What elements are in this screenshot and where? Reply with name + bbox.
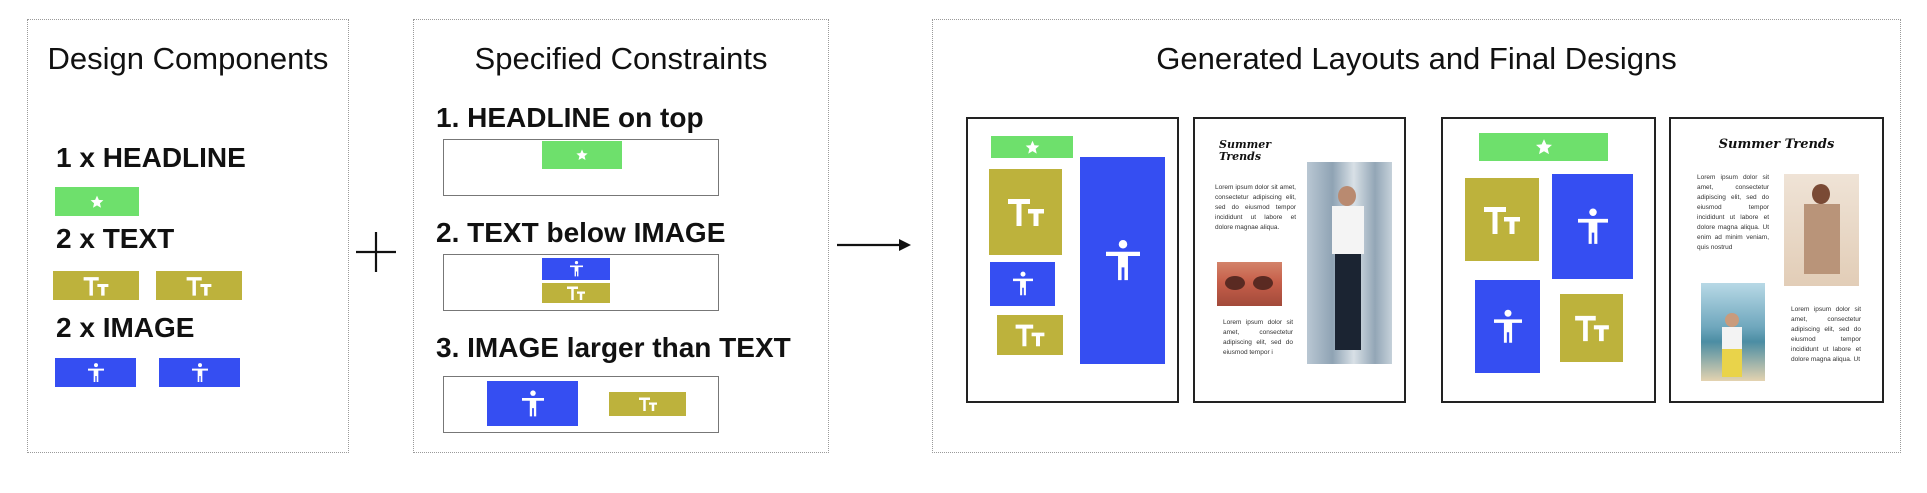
text-tt-icon [1014,322,1046,348]
constraint-3-frame [443,376,719,433]
final-design-2: Summer Trends Lorem ipsum dolor sit amet… [1669,117,1884,403]
layout-2-text-1 [1465,178,1539,261]
layout-1-text-1 [989,169,1062,255]
star-icon [1024,139,1041,156]
specified-constraints-panel: Specified Constraints 1. HEADLINE on top… [413,19,829,453]
constraint-1-label: 1. HEADLINE on top [436,102,704,133]
text-count-label: 2 x TEXT [56,223,175,254]
person-icon [1494,308,1522,346]
person-icon [570,260,583,278]
constraint-2-label: 2. TEXT below IMAGE [436,217,726,248]
specified-constraints-title: Specified Constraints [474,41,768,76]
constraint-3-image [487,381,578,426]
image-component-2 [159,358,240,387]
constraint-3-label: 3. IMAGE larger than TEXT [436,332,791,363]
text-tt-icon [636,396,660,412]
constraint-1-frame [443,139,719,196]
text-tt-icon [81,275,111,297]
constraint-2-image [542,258,610,280]
person-icon [1578,207,1608,247]
design-2-woman-photo [1784,174,1859,286]
design-2-heading: Summer Trends [1718,137,1835,152]
star-icon [575,148,589,162]
image-count-label: 2 x IMAGE [56,312,195,343]
design-components-title: Design Components [47,41,329,76]
layout-1-text-2 [997,315,1063,355]
design-1-heading: Summer Trends [1219,138,1272,164]
headline-component [55,187,139,216]
image-component-1 [55,358,136,387]
layout-1-image-1 [990,262,1055,306]
layout-1-image-2 [1080,157,1165,364]
layout-2-text-2 [1560,294,1623,362]
text-tt-icon [1006,196,1046,228]
design-1-model-photo [1307,162,1392,364]
text-component-2 [156,271,242,300]
design-components-panel: Design Components 1 x HEADLINE 2 x TEXT … [27,19,349,453]
arrow-right-icon [837,239,911,251]
generated-layout-1 [966,117,1179,403]
plus-icon [356,232,396,272]
constraint-1-headline [542,141,622,169]
text-tt-icon [1482,204,1522,236]
design-1-sunglasses-photo [1217,262,1282,306]
star-icon [89,194,105,210]
person-icon [88,362,104,384]
person-icon [1106,239,1140,283]
design-2-beach-photo [1701,283,1765,381]
final-design-1: Summer Trends Lorem ipsum dolor sit amet… [1193,117,1406,403]
text-tt-icon [1573,313,1611,343]
constraint-2-text [542,283,610,303]
headline-count-label: 1 x HEADLINE [56,142,246,173]
person-icon [192,362,208,384]
text-component-1 [53,271,139,300]
generated-layouts-title: Generated Layouts and Final Designs [1156,41,1677,76]
design-2-body-top: Lorem ipsum dolor sit amet, consectetur … [1697,174,1769,252]
design-1-body-top: Lorem ipsum dolor sit amet, consectetur … [1215,184,1296,232]
layout-2-headline [1479,133,1608,161]
person-icon [1013,270,1033,298]
layout-2-image-1 [1552,174,1633,279]
design-1-body-bottom: Lorem ipsum dolor sit amet, consectetur … [1223,319,1293,357]
star-icon [1534,137,1554,157]
constraint-3-text [609,392,686,416]
generated-layouts-panel: Generated Layouts and Final Designs Summ… [932,19,1901,453]
generated-layout-2 [1441,117,1656,403]
constraint-2-frame [443,254,719,311]
text-tt-icon [564,285,588,301]
layout-2-image-2 [1475,280,1540,373]
layout-1-headline [991,136,1073,158]
person-icon [522,388,544,420]
text-tt-icon [184,275,214,297]
design-2-body-bottom: Lorem ipsum dolor sit amet, consectetur … [1791,306,1861,364]
